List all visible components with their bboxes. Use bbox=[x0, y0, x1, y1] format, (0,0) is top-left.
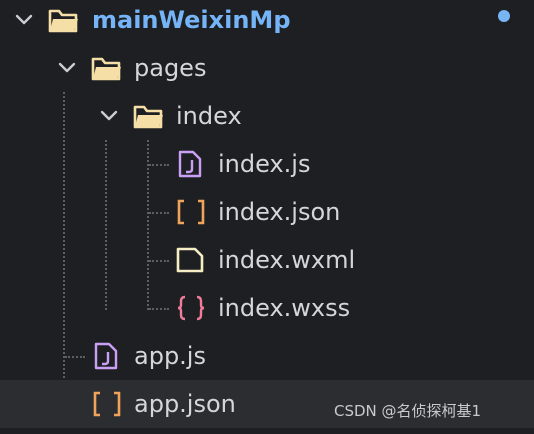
folder-open-icon bbox=[91, 57, 121, 81]
tree-item-pages[interactable]: pages bbox=[0, 44, 534, 92]
tree-item-index-js[interactable]: index.js bbox=[0, 140, 534, 188]
file-icon bbox=[176, 247, 204, 273]
tree-item-index-folder[interactable]: index bbox=[0, 92, 534, 140]
folder-open-icon bbox=[48, 9, 78, 33]
tree-item-app-json[interactable]: app.json bbox=[0, 380, 534, 428]
file-label: index.js bbox=[218, 150, 311, 178]
indent-guide bbox=[65, 356, 85, 358]
file-label: app.js bbox=[134, 342, 206, 370]
js-file-icon bbox=[178, 150, 202, 178]
chevron-down-icon[interactable] bbox=[97, 104, 121, 128]
file-label: index.wxml bbox=[218, 246, 356, 274]
folder-open-icon bbox=[133, 105, 163, 129]
json-brackets-icon bbox=[93, 391, 121, 417]
indent-guide bbox=[149, 260, 169, 262]
root-folder-label: mainWeixinMp bbox=[92, 6, 291, 34]
modified-indicator-dot bbox=[498, 10, 510, 22]
indent-guide bbox=[63, 92, 65, 382]
css-braces-icon bbox=[177, 295, 205, 321]
tree-item-root[interactable]: mainWeixinMp bbox=[0, 0, 534, 44]
watermark-text: CSDN @名侦探柯基1 bbox=[334, 402, 482, 420]
file-label: index.wxss bbox=[218, 294, 351, 322]
chevron-down-icon[interactable] bbox=[55, 56, 79, 80]
tree-item-index-json[interactable]: index.json bbox=[0, 188, 534, 236]
indent-guide bbox=[105, 140, 107, 310]
json-brackets-icon bbox=[177, 199, 205, 225]
js-file-icon bbox=[94, 342, 118, 370]
indent-guide bbox=[147, 140, 149, 310]
indent-guide bbox=[149, 164, 169, 166]
tree-item-app-js[interactable]: app.js bbox=[0, 332, 534, 380]
indent-guide bbox=[149, 212, 169, 214]
indent-guide bbox=[149, 308, 169, 310]
tree-item-index-wxss[interactable]: index.wxss bbox=[0, 284, 534, 332]
file-label: index.json bbox=[218, 198, 341, 226]
tree-item-index-wxml[interactable]: index.wxml bbox=[0, 236, 534, 284]
folder-label-pages: pages bbox=[134, 54, 207, 82]
file-label: app.json bbox=[134, 390, 236, 418]
chevron-down-icon[interactable] bbox=[12, 8, 36, 32]
folder-label-index: index bbox=[176, 102, 242, 130]
